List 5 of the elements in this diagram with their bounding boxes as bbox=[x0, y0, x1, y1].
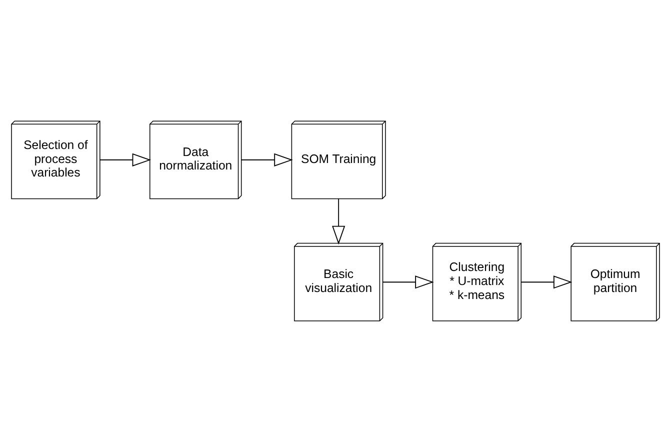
arrow bbox=[382, 275, 434, 288]
arrow bbox=[332, 198, 346, 244]
arrow bbox=[240, 152, 293, 166]
arrow bbox=[100, 152, 152, 166]
arrow bbox=[520, 275, 572, 288]
